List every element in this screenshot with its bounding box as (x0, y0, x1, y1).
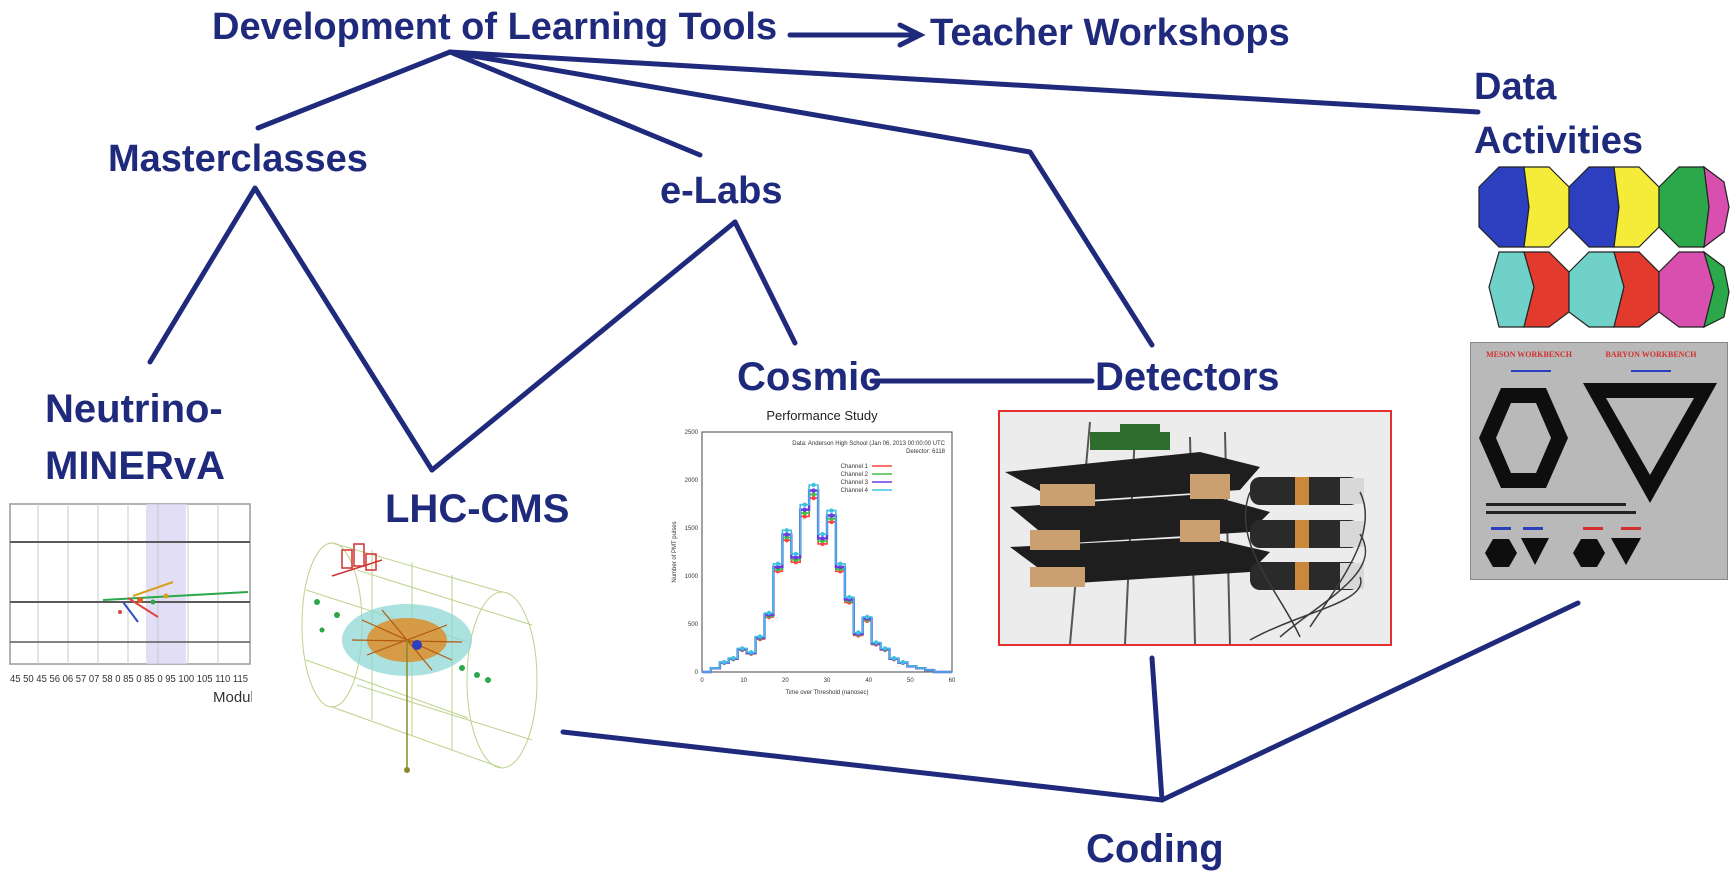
node-neutrino-line1: Neutrino- (45, 387, 223, 431)
performance-xlabel: Time over Threshold (nanosec) (785, 690, 868, 696)
series-point (891, 656, 897, 661)
node-teacher-workshops: Teacher Workshops (930, 12, 1290, 54)
legend-entry: Channel 2 (841, 472, 869, 478)
series-point (793, 555, 798, 560)
x-tick-label: 60 (949, 678, 956, 684)
series-point (829, 519, 834, 525)
y-tick-label: 0 (695, 670, 699, 676)
series-point (802, 510, 807, 516)
performance-info-line2: Detector: 6118 (906, 449, 946, 455)
connector-dev-data-activities (447, 49, 1481, 115)
series-point (811, 492, 816, 497)
series-point (838, 561, 843, 566)
detector-photo (998, 410, 1392, 646)
series-point (740, 646, 745, 651)
connector-neutrino-masterclasses-lhc (147, 185, 435, 473)
series-point (811, 488, 816, 493)
arrow-to-teacher-workshops (787, 22, 926, 48)
connector-coding-detectors (1149, 655, 1165, 803)
node-cosmic: Cosmic (737, 355, 882, 399)
x-tick-label: 20 (782, 678, 789, 684)
series-point (784, 528, 789, 533)
node-neutrino-line2: MINERvA (45, 444, 226, 488)
node-e-labs: e-Labs (660, 170, 783, 212)
series-point (802, 507, 807, 512)
worksheet-left-title: MESON WORKBENCH (1486, 350, 1573, 359)
series-point (865, 614, 870, 620)
series-point (856, 630, 861, 635)
connector-coding-lhc (560, 729, 1165, 803)
series-point (793, 551, 798, 557)
series-point (838, 564, 843, 570)
minerva-event-plot: 45 50 45 56 06 57 07 58 0 85 0 85 0 95 1… (8, 502, 252, 707)
connector-lhc-elabs (429, 219, 738, 473)
node-detectors: Detectors (1095, 355, 1280, 399)
series-point (784, 532, 789, 537)
performance-info-line1: Data: Anderson High School (Jan 06, 2013… (792, 441, 945, 447)
series-point (775, 564, 781, 570)
series-point (802, 514, 807, 519)
connector-dev-masterclasses (255, 49, 453, 131)
series-point (873, 640, 879, 645)
series-point (748, 650, 754, 655)
connector-coding-data (1159, 600, 1581, 803)
series-point (731, 656, 736, 661)
meson-baryon-worksheet: MESON WORKBENCH BARYON WORKBENCH (1470, 342, 1728, 580)
series-point (775, 561, 781, 566)
minerva-axis-label: Module (213, 689, 252, 706)
series-point (820, 532, 825, 537)
node-coding: Coding (1086, 827, 1224, 871)
series-point (811, 482, 816, 488)
node-masterclasses: Masterclasses (108, 138, 368, 180)
connector-dev-elabs (447, 49, 703, 158)
hexagon-puzzle-image (1474, 162, 1730, 332)
cms-event-display (292, 530, 552, 782)
series-point (829, 513, 834, 518)
y-tick-label: 2500 (685, 430, 699, 436)
series-point (757, 634, 763, 639)
x-tick-label: 30 (824, 678, 831, 684)
worksheet-right-title: BARYON WORKBENCH (1606, 350, 1698, 359)
x-tick-label: 50 (907, 678, 914, 684)
performance-plot-area (701, 431, 953, 673)
legend-entry: Channel 4 (841, 488, 869, 494)
series-point (882, 646, 888, 651)
node-lhc-cms: LHC-CMS (385, 487, 570, 531)
series-point (820, 536, 825, 541)
connector-elabs-cosmic (732, 219, 798, 346)
performance-ylabel: Number of PMT pulses (672, 521, 678, 582)
series-point (802, 502, 807, 507)
x-tick-label: 10 (740, 678, 747, 684)
y-tick-label: 500 (688, 622, 699, 628)
performance-study-chart: Performance Study Data: Anderson High Sc… (660, 400, 958, 700)
series-point (766, 610, 772, 616)
series-point (900, 660, 906, 665)
series-point (722, 660, 727, 665)
node-data-activities-line2: Activities (1474, 120, 1643, 162)
minerva-tick-labels: 45 50 45 56 06 57 07 58 0 85 0 85 0 95 1… (10, 674, 248, 685)
node-data-activities-line1: Data (1474, 66, 1557, 108)
series-point (847, 595, 852, 600)
y-tick-label: 2000 (685, 478, 699, 484)
x-tick-label: 40 (865, 678, 872, 684)
x-tick-label: 0 (700, 678, 704, 684)
y-tick-label: 1000 (685, 574, 699, 580)
series-point (829, 508, 834, 513)
series-point (829, 516, 834, 521)
series-point (811, 495, 816, 501)
legend-entry: Channel 3 (841, 480, 869, 486)
legend-entry: Channel 1 (841, 464, 869, 470)
connector-lines (147, 49, 1581, 803)
node-development-of-learning-tools: Development of Learning Tools (212, 6, 778, 48)
performance-chart-title: Performance Study (766, 408, 878, 423)
y-tick-label: 1500 (685, 526, 699, 532)
connector-dev-detectors (447, 49, 1155, 348)
series-line (702, 484, 952, 673)
